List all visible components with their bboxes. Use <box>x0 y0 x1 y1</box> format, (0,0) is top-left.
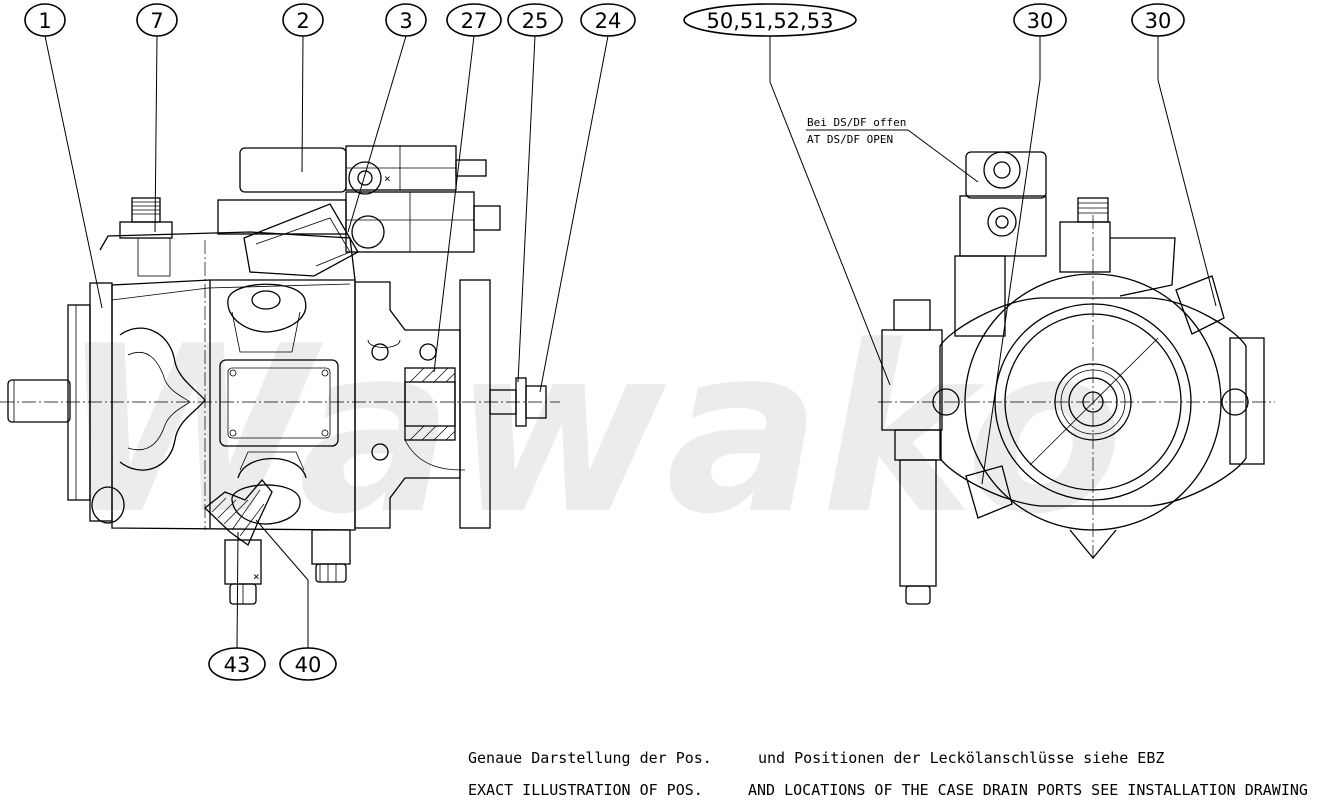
footer-de-part1: Genaue Darstellung der Pos. <box>468 749 712 767</box>
svg-text:43: 43 <box>224 653 251 677</box>
callout-50-51-52-53: 50,51,52,53 <box>683 3 857 37</box>
svg-text:40: 40 <box>295 653 322 677</box>
footer-en-part1: EXACT ILLUSTRATION OF POS. <box>468 781 703 799</box>
callout-1: 1 <box>24 3 66 37</box>
callout-30-right: 30 <box>1131 3 1185 37</box>
callout-43: 43 <box>208 647 266 681</box>
svg-text:30: 30 <box>1027 9 1054 33</box>
svg-text:25: 25 <box>522 9 549 33</box>
callout-25: 25 <box>507 3 563 37</box>
svg-text:30: 30 <box>1145 9 1172 33</box>
svg-text:3: 3 <box>399 9 412 33</box>
callout-3: 3 <box>385 3 427 37</box>
svg-text:×: × <box>253 570 260 583</box>
svg-text:27: 27 <box>461 9 488 33</box>
note-ds-df-de: Bei DS/DF offen <box>807 116 906 129</box>
svg-text:2: 2 <box>296 9 309 33</box>
svg-text:24: 24 <box>595 9 622 33</box>
svg-text:50,51,52,53: 50,51,52,53 <box>707 9 834 33</box>
callout-7: 7 <box>136 3 178 37</box>
svg-text:1: 1 <box>38 9 51 33</box>
callout-2: 2 <box>282 3 324 37</box>
pump-end-view <box>878 151 1275 605</box>
callout-30-left: 30 <box>1013 3 1067 37</box>
pump-side-view: × × <box>0 145 560 605</box>
footer-en-part2: AND LOCATIONS OF THE CASE DRAIN PORTS SE… <box>748 781 1308 799</box>
svg-text:7: 7 <box>150 9 163 33</box>
watermark-text: Wawako <box>60 298 1124 565</box>
callout-27: 27 <box>446 3 502 37</box>
note-ds-df-en: AT DS/DF OPEN <box>807 133 893 146</box>
svg-text:×: × <box>384 172 391 185</box>
footer-de-part2: und Positionen der Leckölanschlüsse sieh… <box>758 749 1164 767</box>
callout-40: 40 <box>279 647 337 681</box>
callout-24: 24 <box>580 3 636 37</box>
leader-lines <box>44 35 1217 649</box>
